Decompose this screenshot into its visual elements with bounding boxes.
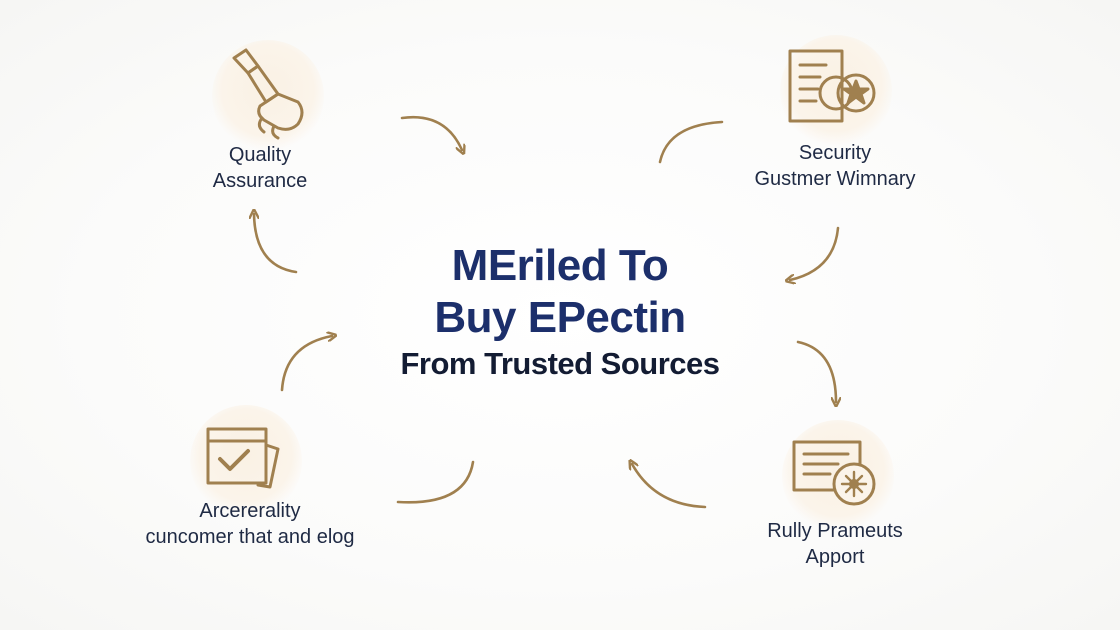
arrow-bottom-left	[396, 460, 475, 504]
quality-label-line2: Assurance	[212, 170, 308, 192]
center-title-line3: From Trusted Sources	[400, 346, 720, 381]
security-label-line2: Gustmer Wimnary	[754, 168, 916, 190]
security-node-icon-bg	[780, 35, 892, 147]
arcererality-label-line1: Arcererality	[199, 500, 301, 522]
security-label-line1: Security	[798, 142, 872, 164]
payments-label: Rully Prameuts Apport	[720, 518, 950, 570]
arcererality-label: Arcererality cuncomer that and elog	[100, 498, 400, 550]
payment-card-icon	[792, 440, 876, 506]
arrow-left-upper	[254, 214, 298, 274]
arrow-right-lower	[796, 340, 836, 402]
quality-node-icon-bg	[212, 40, 324, 152]
checklist-icon	[206, 427, 280, 489]
dropper-icon	[232, 48, 304, 140]
arrow-right-upper	[790, 226, 840, 280]
certificate-icon	[788, 49, 876, 123]
center-title-line2: Buy EPectin	[434, 293, 686, 342]
arrow-left-lower	[280, 336, 332, 392]
security-label: Security Gustmer Wimnary	[700, 140, 970, 192]
arrow-top-right	[658, 120, 724, 164]
center-title-line1: MEriled To	[451, 241, 669, 290]
arrow-top-left	[400, 115, 462, 150]
arcererality-node-icon-bg	[190, 405, 302, 517]
quality-label-line1: Quality	[228, 144, 292, 166]
quality-label: Quality Assurance	[170, 142, 350, 194]
payments-node-icon-bg	[782, 420, 894, 532]
payments-label-line1: Rully Prameuts	[767, 520, 903, 542]
arcererality-label-line2: cuncomer that and elog	[145, 526, 355, 548]
arrow-bottom-right	[632, 464, 707, 509]
payments-label-line2: Apport	[805, 546, 865, 568]
